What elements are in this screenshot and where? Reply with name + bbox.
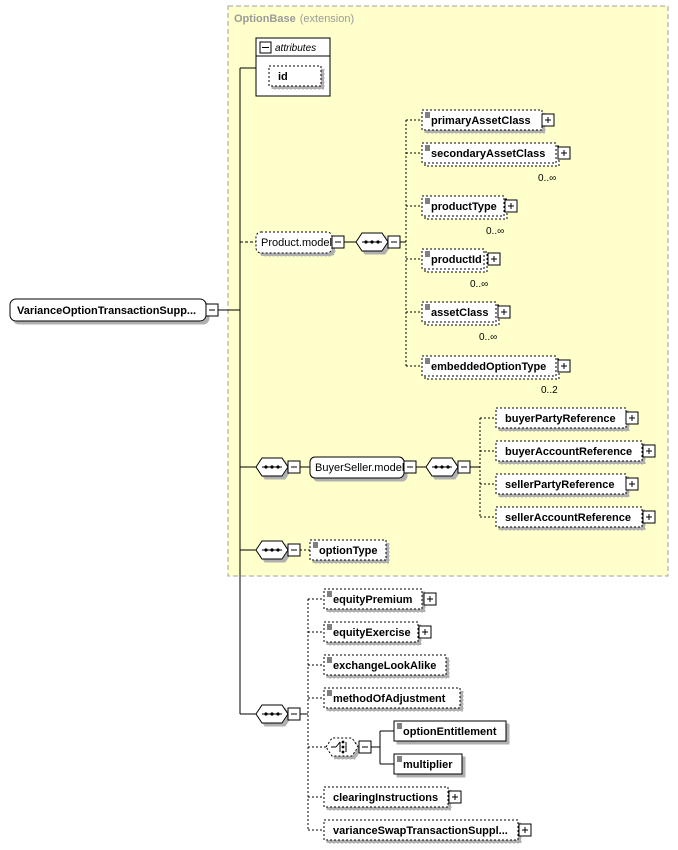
element-label: equityPremium <box>333 594 413 606</box>
element-label: productId <box>431 254 482 266</box>
occurs-label: 0..∞ <box>538 173 556 184</box>
expand-icon[interactable] <box>625 477 639 491</box>
attributes-collapse-icon[interactable] <box>259 41 272 54</box>
element-clearingInstructions[interactable]: clearingInstructions <box>323 786 449 808</box>
expand-icon[interactable] <box>504 199 518 213</box>
buyer-seller-model-group[interactable]: BuyerSeller.model <box>309 456 405 479</box>
buyer-seller-outer-sequence[interactable] <box>255 457 289 477</box>
element-label: buyerPartyReference <box>505 413 616 425</box>
element-optionEntitlement[interactable]: optionEntitlement <box>393 720 507 742</box>
element-primaryAssetClass[interactable]: primaryAssetClass <box>421 109 543 131</box>
optionbase-title: OptionBase(extension) <box>234 13 354 25</box>
element-equityExercise[interactable]: equityExercise <box>323 621 419 643</box>
element-label: sellerPartyReference <box>505 479 614 491</box>
element-label: equityExercise <box>333 627 411 639</box>
collapse-icon[interactable] <box>287 543 301 557</box>
expand-icon[interactable] <box>557 146 571 160</box>
element-sellerPartyReference[interactable]: sellerPartyReference <box>495 473 627 495</box>
element-methodOfAdjustment[interactable]: methodOfAdjustment <box>323 687 461 709</box>
expand-icon[interactable] <box>518 823 532 837</box>
option-type-sequence[interactable] <box>255 540 289 560</box>
attributes-title: attributes <box>275 43 316 54</box>
root-element[interactable]: VarianceOptionTransactionSupp... <box>9 298 207 322</box>
element-label: buyerAccountReference <box>505 446 632 458</box>
element-productId[interactable]: productId <box>421 248 488 273</box>
element-equityPremium[interactable]: equityPremium <box>323 588 423 610</box>
element-label: sellerAccountReference <box>505 512 631 524</box>
expand-icon[interactable] <box>487 252 501 266</box>
occurs-label: 0..2 <box>541 385 558 396</box>
expand-icon[interactable] <box>642 510 656 524</box>
element-label: optionEntitlement <box>403 726 497 738</box>
element-label: exchangeLookAlike <box>333 660 436 672</box>
root-collapse-icon[interactable] <box>205 303 232 317</box>
product-model-collapse-icon[interactable] <box>331 235 345 249</box>
element-secondaryAssetClass[interactable]: secondaryAssetClass <box>421 142 560 167</box>
element-productType[interactable]: productType <box>421 195 508 220</box>
product-sequence-collapse-icon[interactable] <box>387 235 401 249</box>
collapse-icon[interactable] <box>457 460 471 474</box>
attribute-id[interactable]: id <box>268 65 322 87</box>
element-label: varianceSwapTransactionSuppl... <box>333 825 508 837</box>
element-buyerAccountReference[interactable]: buyerAccountReference <box>495 440 643 462</box>
element-label: secondaryAssetClass <box>431 148 545 160</box>
element-label: embeddedOptionType <box>431 361 546 373</box>
element-label: clearingInstructions <box>333 792 438 804</box>
element-sellerAccountReference[interactable]: sellerAccountReference <box>495 506 643 528</box>
element-assetClass[interactable]: assetClass <box>421 301 500 326</box>
element-label: methodOfAdjustment <box>333 693 446 705</box>
attribute-id-label: id <box>278 71 288 83</box>
product-sequence-compositor[interactable] <box>355 232 389 252</box>
expand-icon[interactable] <box>625 411 639 425</box>
element-label: productType <box>431 201 497 213</box>
collapse-icon[interactable] <box>358 740 372 754</box>
element-label: primaryAssetClass <box>431 115 531 127</box>
occurs-label: 0..∞ <box>470 279 488 290</box>
extension-sequence[interactable] <box>255 704 289 724</box>
element-label: multiplier <box>403 759 453 771</box>
expand-icon[interactable] <box>642 444 656 458</box>
collapse-icon[interactable] <box>403 460 417 474</box>
element-exchangeLookAlike[interactable]: exchangeLookAlike <box>323 654 447 676</box>
product-model-group[interactable]: Product.model <box>255 231 333 254</box>
expand-icon[interactable] <box>497 305 511 319</box>
expand-icon[interactable] <box>418 625 432 639</box>
element-buyerPartyReference[interactable]: buyerPartyReference <box>495 407 627 429</box>
element-label: assetClass <box>431 307 489 319</box>
choice-compositor[interactable] <box>325 737 359 757</box>
collapse-icon[interactable] <box>287 460 301 474</box>
expand-icon[interactable] <box>541 113 555 127</box>
buyer-seller-inner-sequence[interactable] <box>425 457 459 477</box>
product-model-label: Product.model <box>261 237 332 249</box>
element-varianceSwapTransactionSupplement[interactable]: varianceSwapTransactionSuppl... <box>323 819 519 841</box>
occurs-label: 0..∞ <box>486 226 504 237</box>
buyer-seller-model-label: BuyerSeller.model <box>315 462 404 474</box>
collapse-icon[interactable] <box>287 707 301 721</box>
element-optionType[interactable]: optionType <box>309 539 387 561</box>
element-multiplier[interactable]: multiplier <box>393 753 463 775</box>
expand-icon[interactable] <box>557 359 571 373</box>
root-element-label: VarianceOptionTransactionSupp... <box>17 305 196 317</box>
element-embeddedOptionType[interactable]: embeddedOptionType <box>421 355 560 380</box>
expand-icon[interactable] <box>448 790 462 804</box>
expand-icon[interactable] <box>423 592 437 606</box>
element-label: optionType <box>319 545 377 557</box>
occurs-label: 0..∞ <box>479 332 497 343</box>
